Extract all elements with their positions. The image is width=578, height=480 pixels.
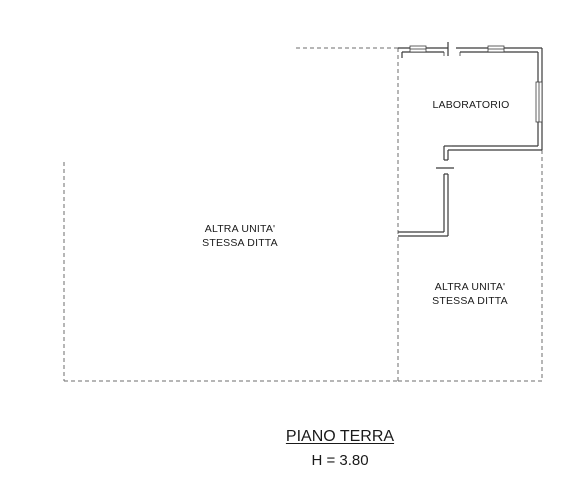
window-right (535, 81, 543, 123)
partition-wall (398, 173, 449, 237)
right-unit-label-line2: STESSA DITTA (432, 295, 508, 307)
right-unit-label-line1: ALTRA UNITA' (435, 281, 506, 293)
height-label: H = 3.80 (311, 452, 369, 469)
window-top-left (409, 45, 427, 53)
window-top-right (487, 45, 505, 53)
left-unit-outline (63, 47, 399, 382)
plan-title: PIANO TERRA (285, 428, 395, 445)
left-unit-label-line1: ALTRA UNITA' (205, 223, 276, 235)
right-unit-outline (398, 150, 543, 382)
left-unit-label-line2: STESSA DITTA (202, 237, 278, 249)
laboratorio-label: LABORATORIO (432, 99, 509, 111)
